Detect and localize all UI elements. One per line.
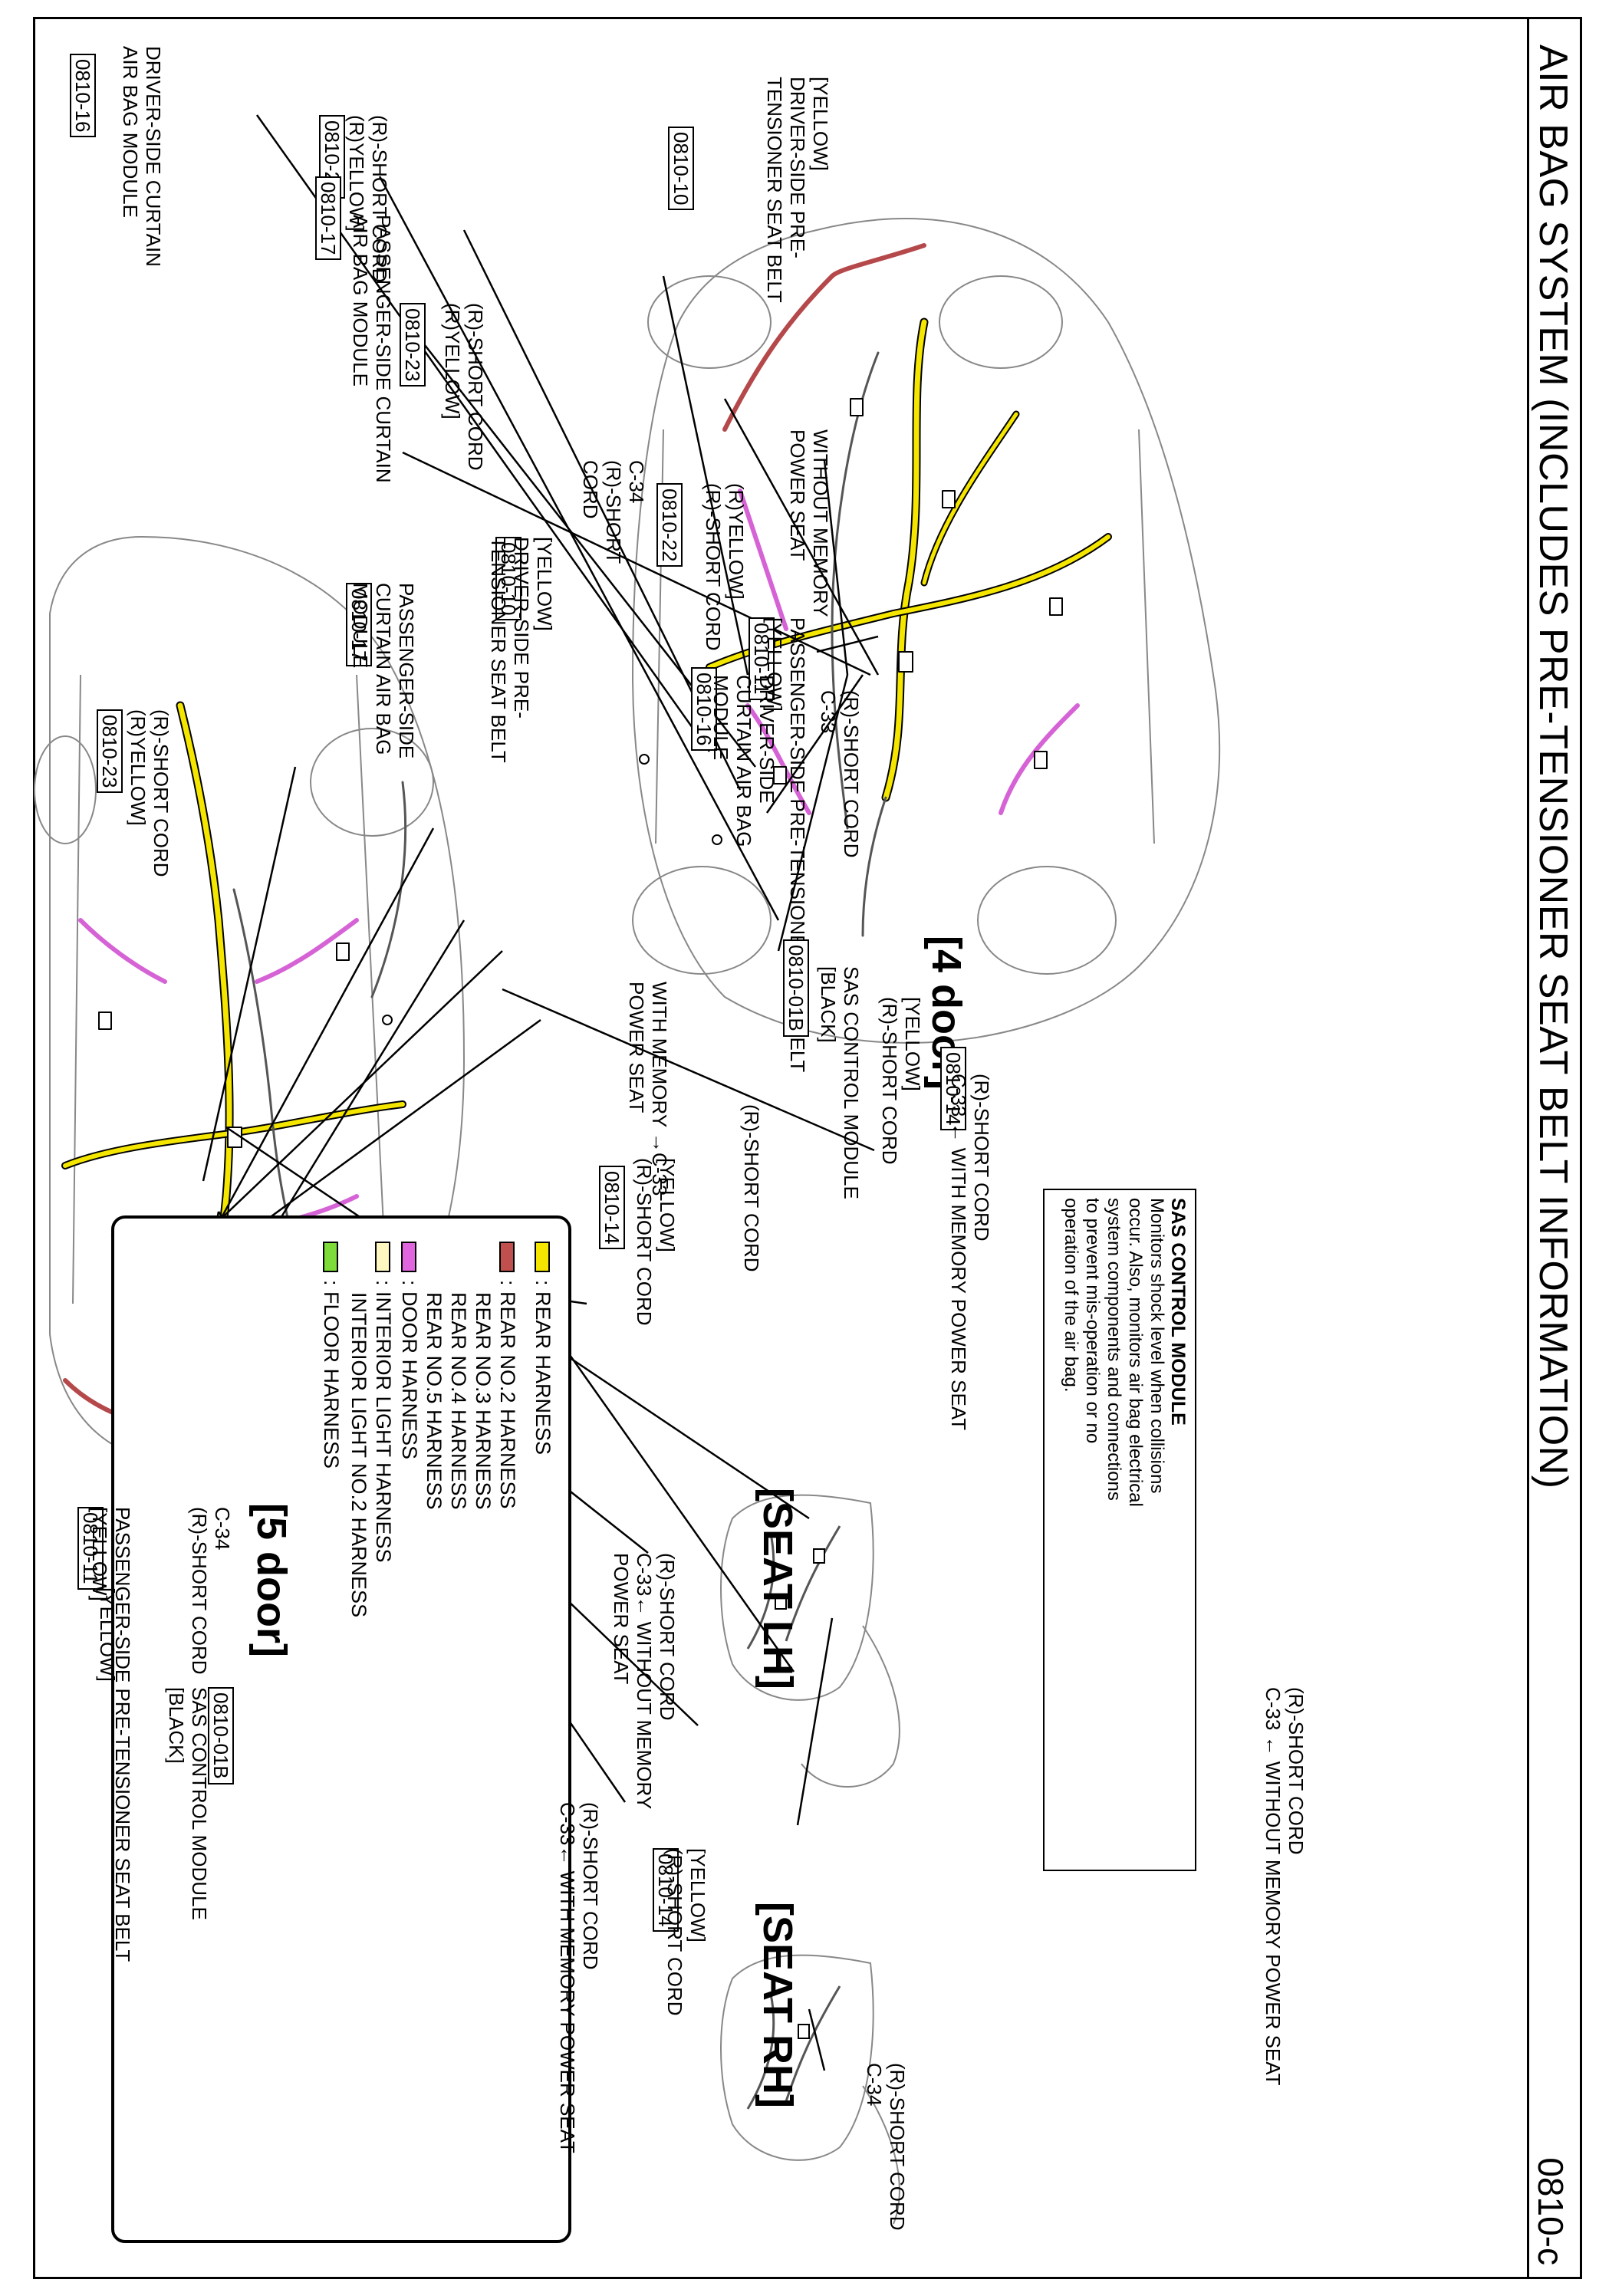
callout-text-short-cord-14-5door: [YELLOW] (R)-SHORT CORD (663, 1848, 709, 2016)
section-5-door: [5 door] (248, 1503, 294, 1657)
legend-label-rear-no5: REAR NO.5 HARNESS (423, 1292, 446, 1510)
callout-code-0810-14-lh: 0810-14 (599, 1166, 625, 1250)
callout-text-without-memory: WITHOUT MEMORY POWER SEAT (786, 429, 832, 617)
legend-label-rear-no2: : REAR NO.2 HARNESS (496, 1280, 519, 1509)
section-seat-rh: [SEAT RH] (755, 1902, 801, 2108)
callout-code-0810-17: 0810-17 (315, 176, 341, 261)
callout-text-sas-5door: SAS CONTROL MODULE [BLACK] (165, 1687, 211, 1920)
callout-text-short-cord-14-4door: [YELLOW] (R)-SHORT CORD (878, 997, 924, 1165)
callout-code-0810-01B-5door: 0810-01B (208, 1687, 234, 1784)
callout-text-c33-with-memory-5door: (R)-SHORT CORD C-33← WITH MEMORY POWER S… (556, 1802, 602, 2153)
callout-text-c33-without-memory-seat: (R)-SHORT CORD C-33 ← WITHOUT MEMORY POW… (1262, 1687, 1308, 2086)
callout-text-c33-with-memory: (R)-SHORT CORD C-33 ← WITH MEMORY POWER … (947, 1074, 993, 1431)
callout-code-0810-23-5door: 0810-23 (97, 709, 123, 794)
section-seat-lh: [SEAT LH] (755, 1488, 801, 1689)
callout-text-driver-curtain: DRIVER-SIDE CURTAIN AIR BAG MODULE (119, 46, 165, 267)
legend-swatch-rear-no2 (499, 1242, 515, 1272)
callout-text-short-cord-22-5door: (R)YELLOW] (R)-SHORT CORD (702, 483, 748, 651)
callout-text-passenger-curtain: PASSENGER-SIDE CURTAIN AIR BAG MODULE (349, 215, 395, 483)
seat-rh-drawing (720, 1954, 900, 2225)
callout-text-short-cord-lh: (R)-SHORT CORD (740, 1104, 763, 1272)
callout-text-c33-without-memory-5door: (R)-SHORT CORD C-33← WITHOUT MEMORY POWE… (610, 1553, 679, 1810)
callout-text-yellow-5door: [YELLOW] (96, 1587, 119, 1682)
callout-text-c33-4door: (R)-SHORT CORD C-33 (817, 690, 863, 858)
callout-text-driver-curtain-5door: DRIVER-SIDE CURTAIN AIR BAG MODULE (709, 675, 778, 847)
callout-text-c34-5door: C-34 (R)-SHORT CORD (188, 1507, 234, 1675)
sas-control-module-note: SAS CONTROL MODULE Monitors shock level … (1043, 1189, 1196, 1871)
legend-swatch-rear (535, 1242, 550, 1272)
legend-label-interior-light: : INTERIOR LIGHT HARNESS (372, 1280, 395, 1563)
callout-text-passenger-pretensioner-5door: PASSENGER-SIDE PRE-TENSIONER SEAT BELT [… (88, 1507, 134, 1962)
callout-text-driver-pretensioner: [YELLOW] DRIVER-SIDE PRE- TENSIONER SEAT… (763, 77, 832, 303)
sas-note-text: Monitors shock level when collisions occ… (1061, 1198, 1167, 1507)
callout-code-0810-22-5door: 0810-22 (656, 483, 683, 567)
callout-text-yellow-short-cord-lh: [YELLOW] (R)-SHORT CORD (633, 1158, 679, 1326)
callout-text-c34-seat-rh: (R)-SHORT CORD C-34 (863, 2063, 909, 2231)
legend-swatch-door (401, 1242, 416, 1272)
callout-code-0810-10: 0810-10 (668, 127, 694, 211)
sas-note-title: SAS CONTROL MODULE (1167, 1198, 1189, 1426)
callout-text-sas-4door: SAS CONTROL MODULE [BLACK] (817, 966, 863, 1199)
callout-text-short-cord-23: (R)-SHORT CORD (R)YELLOW] (441, 303, 487, 471)
callout-text-c34-short-cord: C-34 (R)-SHORT CORD (579, 460, 648, 564)
legend-label-rear-no3: REAR NO.3 HARNESS (472, 1292, 495, 1510)
callout-code-0810-16: 0810-16 (70, 54, 96, 138)
callout-code-0810-23: 0810-23 (400, 303, 426, 387)
callout-text-driver-pretensioner-5door: [YELLOW] DRIVER-SIDE PRE- TENSIONER SEAT… (487, 537, 556, 763)
callout-text-passenger-curtain-5door: PASSENGER-SIDE CURTAIN AIR BAG MODULE (349, 583, 418, 759)
car-outline-4-door (631, 218, 1221, 1044)
legend-label-door: : DOOR HARNESS (398, 1280, 421, 1460)
legend-label-rear-no4: REAR NO.4 HARNESS (447, 1292, 470, 1510)
legend-swatch-interior-light (375, 1242, 390, 1272)
legend-label-interior-light-no2: INTERIOR LIGHT NO.2 HARNESS (347, 1292, 370, 1618)
legend-label-floor: : FLOOR HARNESS (320, 1280, 343, 1469)
callout-text-short-cord-23-5door: (R)-SHORT CORD (R)YELLOW] (127, 709, 173, 877)
callout-code-0810-01B-4door: 0810-01B (783, 939, 809, 1037)
legend-label-rear: : REAR HARNESS (531, 1280, 554, 1456)
legend-swatch-floor (323, 1242, 338, 1272)
seat-lh-drawing (720, 1494, 900, 1788)
